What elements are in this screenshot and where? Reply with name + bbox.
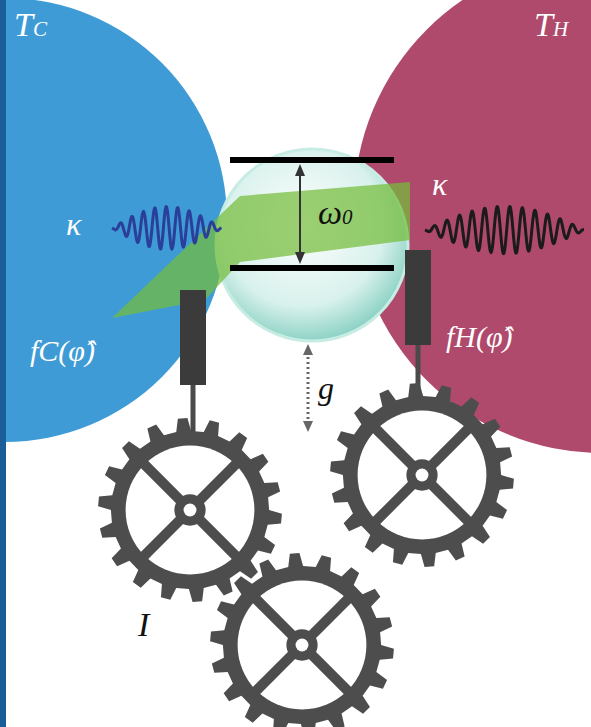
coupling-rate: κ bbox=[66, 208, 81, 240]
frequency-label: ω0 bbox=[318, 196, 353, 230]
coupling-arrow bbox=[307, 352, 310, 424]
temperature-label: TC bbox=[14, 8, 47, 42]
coupling-block bbox=[405, 250, 431, 345]
gear bbox=[210, 553, 394, 727]
arrow-head bbox=[295, 252, 305, 264]
modulation-function: fC(φ̂) bbox=[30, 336, 95, 366]
cold-bath bbox=[0, 0, 227, 442]
level-arrow bbox=[299, 172, 301, 256]
modulation-function: fH(φ̂) bbox=[446, 322, 513, 352]
arrow-head bbox=[295, 164, 305, 176]
coupling-block bbox=[180, 290, 206, 385]
wave bbox=[112, 207, 222, 250]
arrow-head bbox=[303, 344, 313, 355]
frame-line bbox=[0, 0, 6, 727]
coupling-rate: κ bbox=[432, 168, 447, 200]
gear bbox=[330, 383, 514, 567]
temperature-label: TH bbox=[534, 8, 568, 42]
gear bbox=[98, 418, 282, 602]
wave bbox=[425, 206, 584, 253]
inertia-label: I bbox=[138, 608, 149, 642]
coupling-label: g bbox=[318, 372, 334, 404]
green-band bbox=[112, 182, 410, 318]
upper-level bbox=[230, 157, 394, 163]
arrow-head bbox=[303, 421, 313, 432]
lower-level bbox=[230, 265, 394, 271]
